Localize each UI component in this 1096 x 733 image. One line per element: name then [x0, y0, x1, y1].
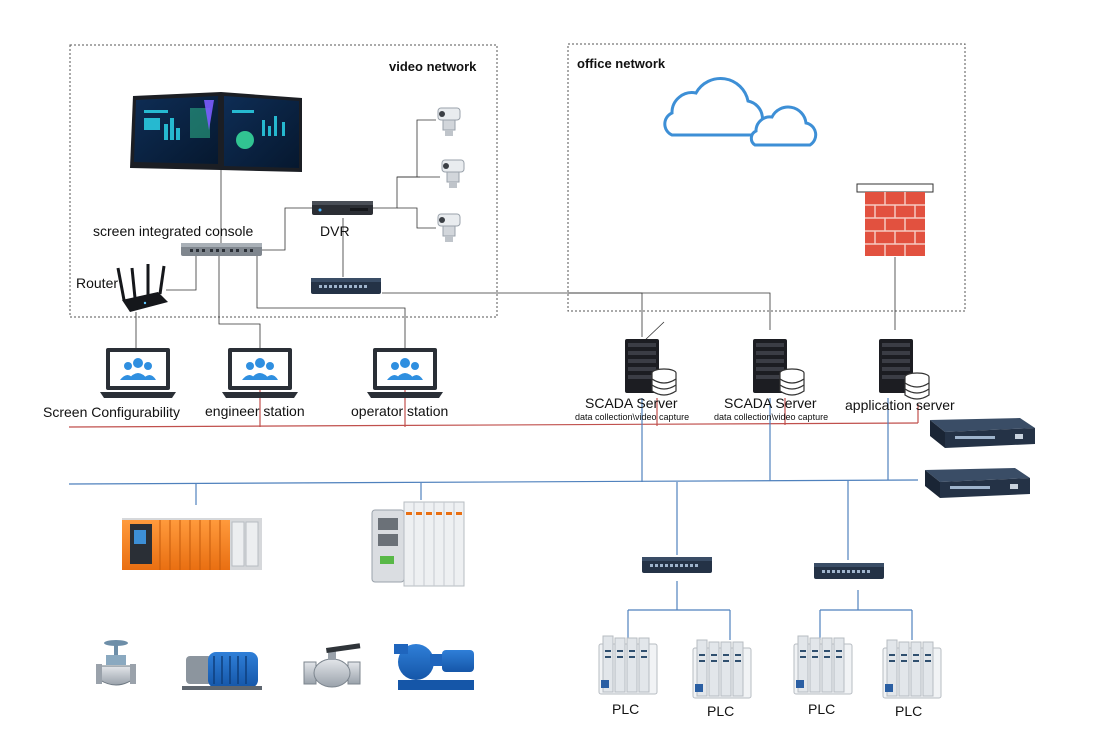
video-network-title: video network: [389, 59, 477, 74]
io-module-controller: [371, 501, 465, 587]
scada-server-2-label: SCADA Server: [724, 395, 817, 411]
video-wall-screens: [130, 92, 302, 172]
field-switch-1: [642, 557, 712, 573]
scada-server-2: [753, 339, 805, 396]
plc-module-3: [793, 635, 853, 695]
database-icon: [779, 368, 805, 396]
core-switch-2: [925, 468, 1030, 498]
plc-3-label: PLC: [808, 701, 835, 717]
field-switch-2: [814, 563, 884, 579]
dvr-device: [312, 201, 373, 215]
engineer-station-label: engineer station: [205, 403, 305, 419]
operator-station-label: operator station: [351, 403, 448, 419]
office-network-title: office network: [577, 56, 666, 71]
plc-module-1: [598, 635, 658, 695]
application-server-label: application server: [845, 397, 955, 413]
plc-module-2: [692, 639, 752, 699]
router-label: Router: [76, 275, 118, 291]
scada-server-1: [625, 339, 677, 396]
video-network-zone: video network: [69, 44, 498, 318]
plc-module-4: [882, 639, 942, 699]
video-network-switch: [311, 278, 381, 294]
core-switch-1: [930, 418, 1035, 448]
office-network-zone: office network: [567, 43, 966, 312]
camera-icon: [437, 213, 461, 243]
screen-configurability-pc: [100, 348, 176, 398]
dvr-label: DVR: [320, 223, 350, 239]
plc-2-label: PLC: [707, 703, 734, 719]
firewall-icon: [856, 183, 934, 256]
plc-4-label: PLC: [895, 703, 922, 719]
database-icon: [904, 372, 930, 400]
red-bus: [68, 378, 919, 428]
database-icon: [651, 368, 677, 396]
centrifugal-pump-icon: [394, 644, 474, 690]
scada-server-1-sublabel: data collection\video capture: [575, 412, 689, 422]
ball-valve-icon: [303, 643, 361, 688]
plc-1-label: PLC: [612, 701, 639, 717]
screen-configurability-label: Screen Configurability: [43, 404, 180, 420]
screen-integrated-console: [181, 243, 262, 256]
motor-pump-icon: [182, 652, 262, 690]
blue-bus: [68, 398, 919, 640]
console-label: screen integrated console: [93, 223, 254, 239]
camera-icon: [437, 107, 461, 137]
scada-server-1-label: SCADA Server: [585, 395, 678, 411]
camera-icon: [441, 159, 465, 189]
application-server: [879, 339, 930, 400]
router-icon: [116, 264, 168, 312]
globe-valve-icon: [96, 640, 136, 686]
scada-server-2-sublabel: data collection\video capture: [714, 412, 828, 422]
cloud-icon: [663, 76, 818, 147]
plc-rack-controller: [122, 518, 262, 570]
connection-lines: [135, 119, 896, 348]
